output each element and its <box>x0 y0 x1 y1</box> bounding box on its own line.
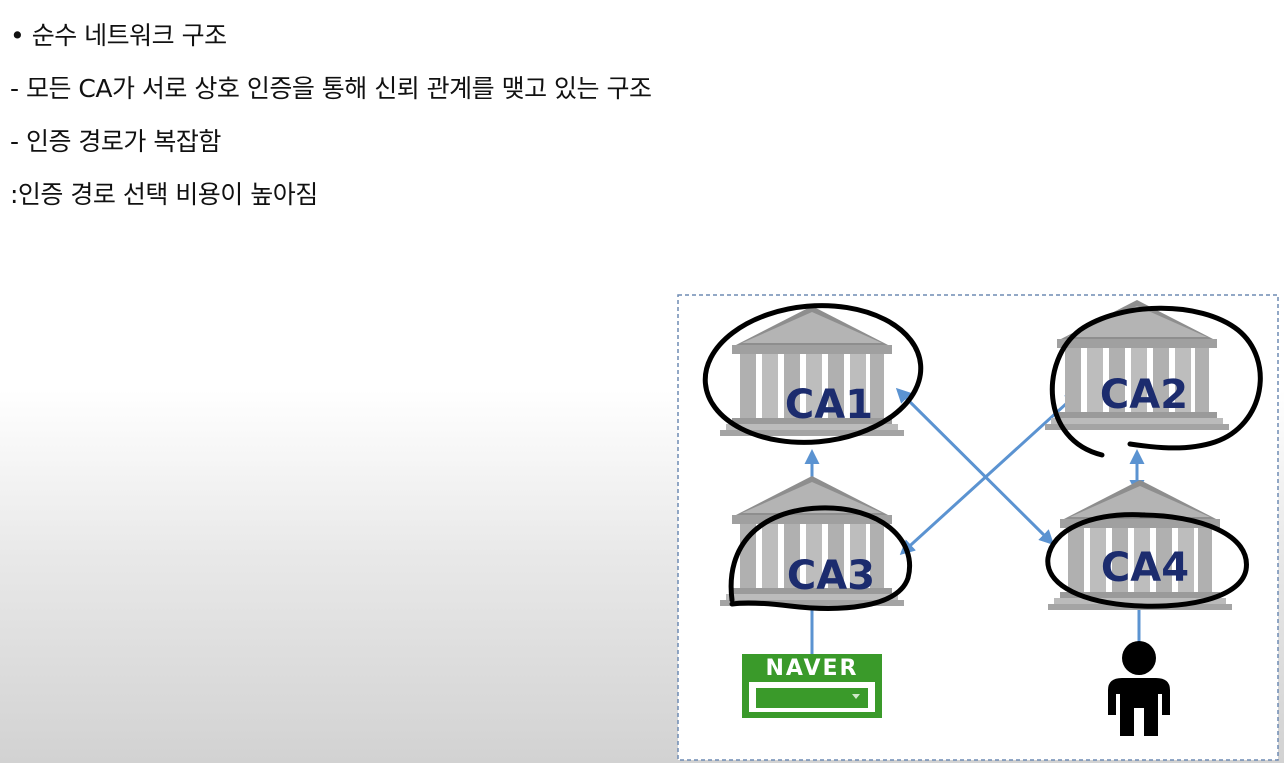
ca2-node: CA2 <box>1045 300 1263 458</box>
ca4-circle-mark <box>1045 512 1249 609</box>
ca2-label: CA2 <box>1100 372 1188 418</box>
slide-text: • 순수 네트워크 구조 - 모든 CA가 서로 상호 인증을 통해 신뢰 관계… <box>10 18 652 230</box>
ca1-circle-mark <box>702 303 924 445</box>
naver-label: NAVER <box>766 656 859 681</box>
description-line-1: - 모든 CA가 서로 상호 인증을 통해 신뢰 관계를 맺고 있는 구조 <box>10 74 652 103</box>
ca3-circle-mark <box>728 505 912 611</box>
link-ca3-ca2 <box>899 390 1081 556</box>
ca4-label: CA4 <box>1101 545 1189 591</box>
ca4-node: CA4 <box>1045 480 1249 610</box>
ca3-label: CA3 <box>787 553 875 599</box>
ca3-node: CA3 <box>720 476 912 611</box>
ca2-circle-mark <box>1049 305 1263 458</box>
naver-logo: NAVER <box>742 654 882 718</box>
user-icon <box>1108 641 1170 736</box>
ca1-node: CA1 <box>702 303 924 445</box>
description-line-2: - 인증 경로가 복잡함 <box>10 127 221 156</box>
bullet-heading: • 순수 네트워크 구조 <box>10 21 227 50</box>
ca1-label: CA1 <box>785 382 873 428</box>
description-line-3: :인증 경로 선택 비용이 높아짐 <box>10 180 318 209</box>
